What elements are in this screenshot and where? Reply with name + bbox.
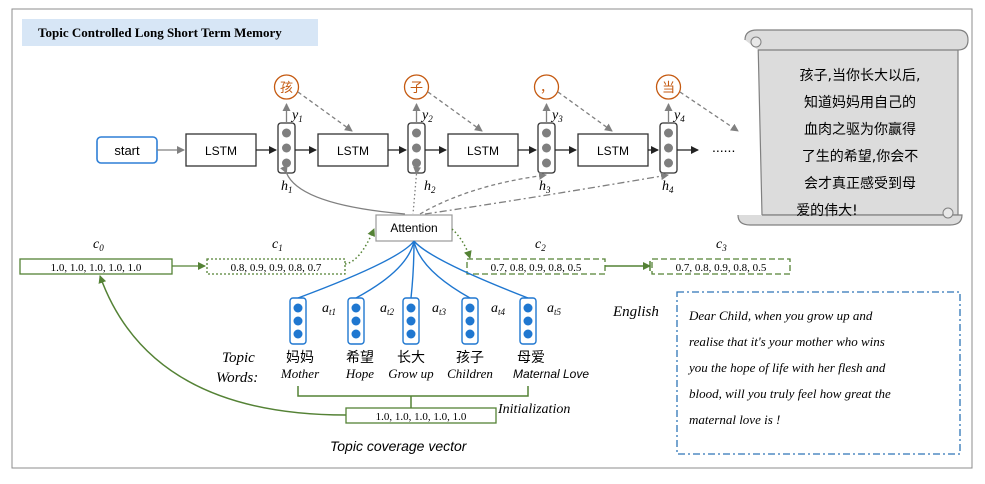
- english-line-5: maternal love is !: [689, 412, 780, 427]
- feedback-arrow: [557, 91, 613, 132]
- y-label-1: y1: [290, 108, 303, 124]
- topic-word-en-5: Maternal Love: [513, 367, 589, 381]
- topic-vector-3: [402, 297, 420, 345]
- english-translation-box: [676, 291, 961, 455]
- init-vector-values: 1.0, 1.0, 1.0, 1.0, 1.0: [376, 411, 467, 423]
- lstm-label: LSTM: [467, 144, 499, 158]
- attn-weight-1: at1: [322, 301, 336, 317]
- coverage-values-c3: 0.7, 0.8, 0.9, 0.8, 0.5: [676, 262, 767, 274]
- c3-label: c3: [716, 237, 727, 253]
- y-label-2: y2: [420, 108, 433, 124]
- poem-line-6: 爱的伟大!: [796, 203, 858, 219]
- attn-weight-5: at5: [547, 301, 562, 317]
- coverage-vector-c3: [651, 258, 791, 275]
- svg-text:，: ，: [540, 81, 553, 96]
- coverage-values-c2: 0.7, 0.8, 0.9, 0.8, 0.5: [491, 262, 582, 274]
- outer-frame: [11, 8, 973, 469]
- poem-line-2: 知道妈妈用自己的: [804, 94, 916, 111]
- lstm-label: LSTM: [205, 144, 237, 158]
- h-label-4: h4: [662, 179, 674, 195]
- h-label-2: h2: [424, 179, 436, 195]
- arrow-h2-attention: [412, 166, 422, 215]
- topic-word-en-3: Grow up: [388, 366, 434, 381]
- english-line-1: Dear Child, when you grow up and: [688, 308, 873, 323]
- topic-word-zh-2: 希望: [346, 350, 374, 366]
- poem-line-5: 会才真正感受到母: [804, 175, 916, 192]
- arrow-c1-attention: [344, 228, 375, 265]
- hidden-vector-4: [659, 122, 678, 174]
- attention-label: Attention: [390, 221, 437, 235]
- ellipsis-label: ......: [712, 139, 735, 155]
- english-label: English: [612, 304, 659, 320]
- svg-text:子: 子: [410, 81, 423, 96]
- hidden-vector-3: [537, 122, 556, 174]
- lstm-cell-1: LSTM: [185, 133, 257, 167]
- english-line-3: you the hope of life with her flesh and: [687, 360, 886, 375]
- topic-words-label: Topic: [222, 350, 255, 366]
- output-token-3: ，: [533, 74, 560, 100]
- coverage-vector-c1: [206, 258, 346, 275]
- attn-weight-2: at2: [380, 301, 395, 317]
- lstm-label: LSTM: [597, 144, 629, 158]
- attn-weight-4: at4: [491, 301, 506, 317]
- topic-word-zh-3: 长大: [397, 350, 425, 366]
- svg-text:孩: 孩: [280, 81, 293, 96]
- topic-vector-5: [519, 297, 537, 345]
- hidden-vector-1: [277, 122, 296, 174]
- topic-word-zh-1: 妈妈: [286, 350, 314, 366]
- c0-label: c0: [93, 237, 104, 253]
- svg-text:当: 当: [662, 81, 675, 96]
- poem-line-3: 血肉之驱为你赢得: [804, 121, 916, 138]
- topic-word-en-1: Mother: [280, 366, 320, 381]
- diagram-title: Topic Controlled Long Short Term Memory: [38, 25, 282, 40]
- hidden-vector-2: [407, 122, 426, 174]
- h-label-3: h3: [539, 179, 551, 195]
- h-label-1: h1: [281, 179, 293, 195]
- english-line-4: blood, will you truly feel how great the: [689, 386, 891, 401]
- topic-word-en-2: Hope: [345, 366, 374, 381]
- poem-line-1: 孩子,当你长大以后,: [800, 68, 921, 84]
- topic-vector-1: [289, 297, 307, 345]
- topic-word-en-4: Children: [447, 366, 493, 381]
- topic-vector-4: [461, 297, 479, 345]
- title-banner: [22, 19, 318, 46]
- arrow-init-to-c0: [98, 275, 347, 416]
- arrow-attention-h3: [419, 171, 547, 215]
- output-token-1: 孩: [273, 74, 300, 100]
- english-line-2: realise that it's your mother who wins: [689, 334, 885, 349]
- c1-label: c1: [272, 237, 283, 253]
- poem-scroll: [737, 29, 969, 226]
- feedback-arrow: [679, 91, 739, 132]
- attention-box: [375, 214, 453, 242]
- topic-bracket: [297, 386, 529, 397]
- coverage-vector-label: Topic coverage vector: [330, 438, 468, 454]
- lstm-cell-2: LSTM: [317, 133, 389, 167]
- lstm-label: LSTM: [337, 144, 369, 158]
- topic-word-zh-4: 孩子: [456, 350, 484, 366]
- feedback-arrow: [297, 91, 353, 132]
- topic-words-label-2: Words:: [216, 370, 258, 386]
- attention-links: [297, 240, 529, 299]
- lstm-cell-3: LSTM: [447, 133, 519, 167]
- y-label-3: y3: [550, 108, 563, 124]
- arrow-h1-attention: [280, 164, 406, 215]
- feedback-arrow: [427, 91, 483, 132]
- poem-line-4: 了生的希望,你会不: [802, 149, 918, 165]
- arrow-attention-h4: [424, 172, 669, 215]
- initialization-label: Initialization: [497, 402, 570, 417]
- arrow-attention-c2: [451, 228, 472, 259]
- topic-word-zh-5: 母爱: [517, 350, 545, 366]
- y-label-4: y4: [672, 108, 685, 124]
- output-token-4: 当: [655, 74, 682, 100]
- c2-label: c2: [535, 237, 546, 253]
- topic-vector-2: [347, 297, 365, 345]
- coverage-values-c1: 0.8, 0.9, 0.9, 0.8, 0.7: [231, 262, 322, 274]
- lstm-cell-4: LSTM: [577, 133, 649, 167]
- start-label: start: [114, 143, 140, 158]
- coverage-values-c0: 1.0, 1.0, 1.0, 1.0, 1.0: [51, 262, 142, 274]
- output-token-2: 子: [403, 74, 430, 100]
- attn-weight-3: at3: [432, 301, 447, 317]
